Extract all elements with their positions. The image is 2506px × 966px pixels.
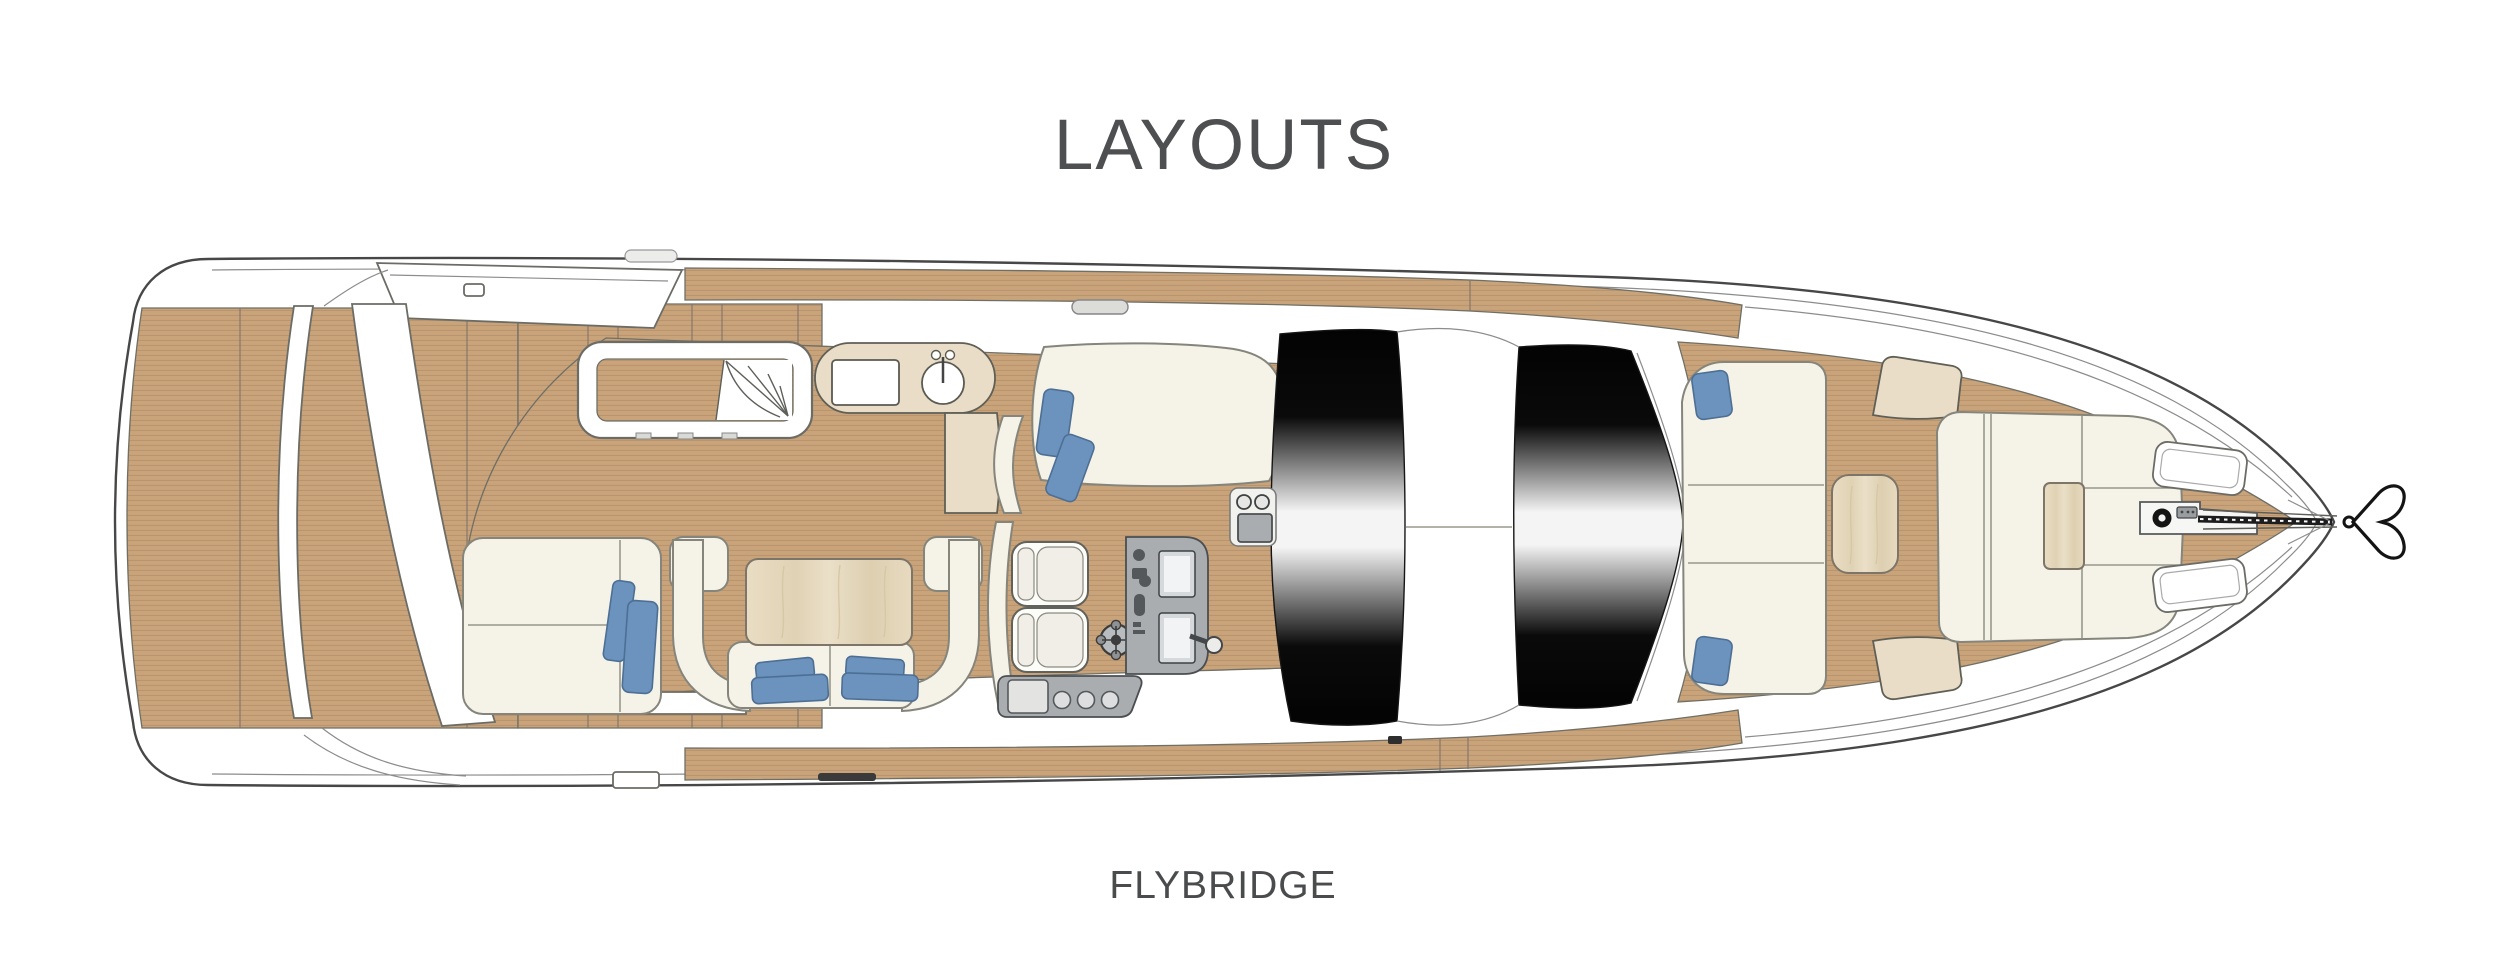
deck-hatches [2152, 441, 2248, 613]
cup-holder-icon [1100, 690, 1120, 710]
steering-wheel-icon [1095, 619, 1137, 661]
sunpad-table [2043, 482, 2085, 570]
cushion [750, 673, 830, 705]
helm-station [987, 487, 1277, 718]
port-side-deck [684, 267, 1743, 339]
helm-seat [1011, 607, 1089, 673]
page-title: LAYOUTS [1053, 105, 1395, 185]
hatch-handle [463, 283, 485, 297]
cushion [1691, 369, 1733, 421]
grill-unit [1229, 487, 1277, 547]
deck-caption: FLYBRIDGE [1109, 864, 1337, 907]
foredeck-sunpad [1871, 355, 2185, 701]
wet-bar [814, 342, 1025, 514]
helm-seat [1011, 541, 1089, 607]
anchor-icon [2350, 484, 2406, 560]
bow-sofa [1680, 361, 1827, 695]
cleat-icon [624, 249, 678, 263]
gunwale-sweep [350, 303, 497, 727]
cockpit-table [745, 558, 913, 646]
cushion [1691, 635, 1733, 687]
cushion [840, 672, 920, 702]
cushion [621, 599, 659, 695]
hardtop-edge-panel [375, 262, 684, 329]
cockpit-lounge [462, 536, 983, 715]
windshield-glass-aft [1270, 328, 1406, 726]
cleat-icon [1071, 299, 1129, 315]
windshield [1270, 327, 1687, 726]
sunpad-backrest [1871, 636, 1963, 701]
cushion [1045, 433, 1095, 503]
bow-lounge [1680, 361, 1899, 695]
windshield-glass-fwd [1513, 344, 1684, 709]
anchor-gear [2139, 484, 2406, 560]
starboard-side-deck [684, 709, 1743, 781]
aft-sunpad [1031, 342, 1285, 503]
deck-fittings [612, 249, 1402, 789]
transom-moldings [277, 262, 684, 786]
sink-icon [831, 359, 900, 406]
flybridge-deck-plan [40, 16, 2466, 934]
stair-hatch [576, 340, 814, 440]
cup-holder-console [997, 675, 1143, 718]
cup-holder-icon [1052, 690, 1072, 710]
stairs-icon [715, 359, 789, 421]
cup-holder-icon [1076, 690, 1096, 710]
sunpad-backrest [1871, 355, 1963, 420]
chaise-lounge [462, 537, 662, 715]
bow-table [1831, 474, 1899, 574]
deck-plan-svg [113, 249, 2406, 789]
helm-console [1125, 536, 1223, 675]
transom-molding [277, 305, 315, 719]
